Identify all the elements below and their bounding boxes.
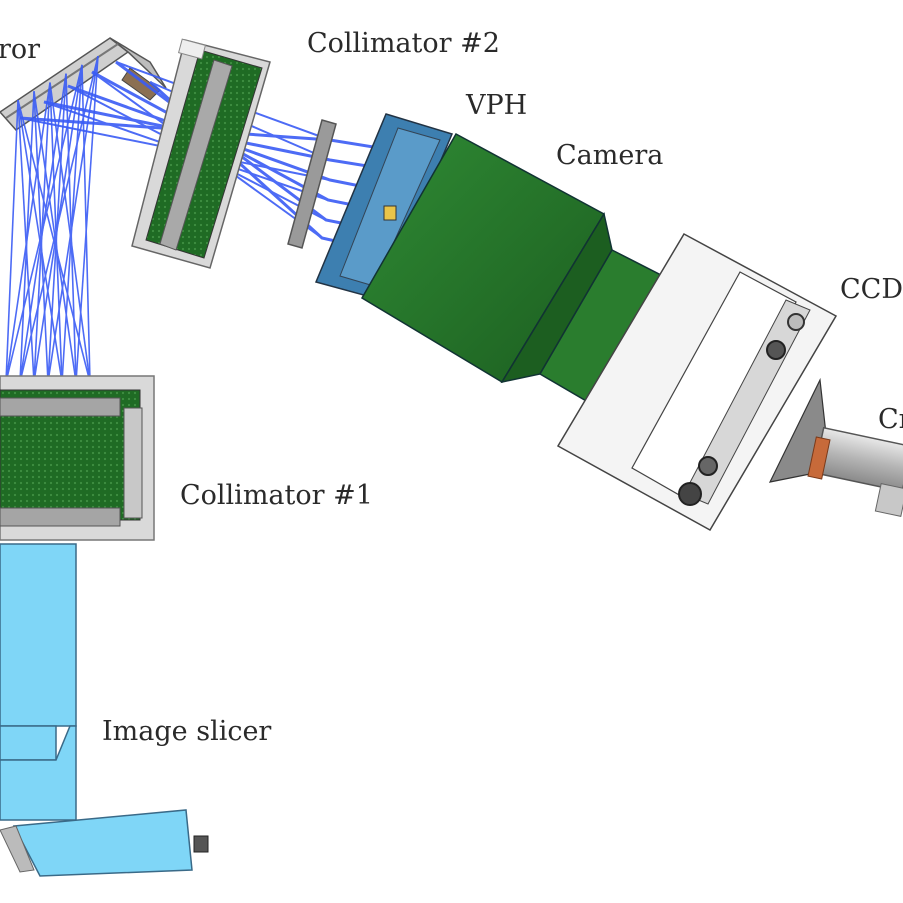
label-camera: Camera [556, 140, 664, 171]
beam-ray [75, 56, 99, 383]
label-mirror: ror [0, 34, 41, 65]
label-collimator-1: Collimator #1 [180, 480, 373, 511]
collimator-2 [131, 38, 271, 269]
beam-ray [5, 64, 83, 383]
cryo-unit [807, 426, 903, 517]
label-image-slicer: Image slicer [102, 716, 272, 747]
ccd-housing [556, 232, 838, 532]
beam-vertical [5, 55, 99, 383]
filter-ring [287, 119, 337, 249]
label-cryo: Cr [878, 404, 903, 435]
beam-ray [5, 82, 51, 383]
image-slicer [0, 543, 209, 877]
label-vph: VPH [466, 90, 528, 121]
label-ccd: CCD [840, 274, 903, 305]
label-collimator-2: Collimator #2 [307, 28, 500, 59]
beam-ray [5, 100, 19, 383]
collimator-1 [0, 375, 155, 541]
